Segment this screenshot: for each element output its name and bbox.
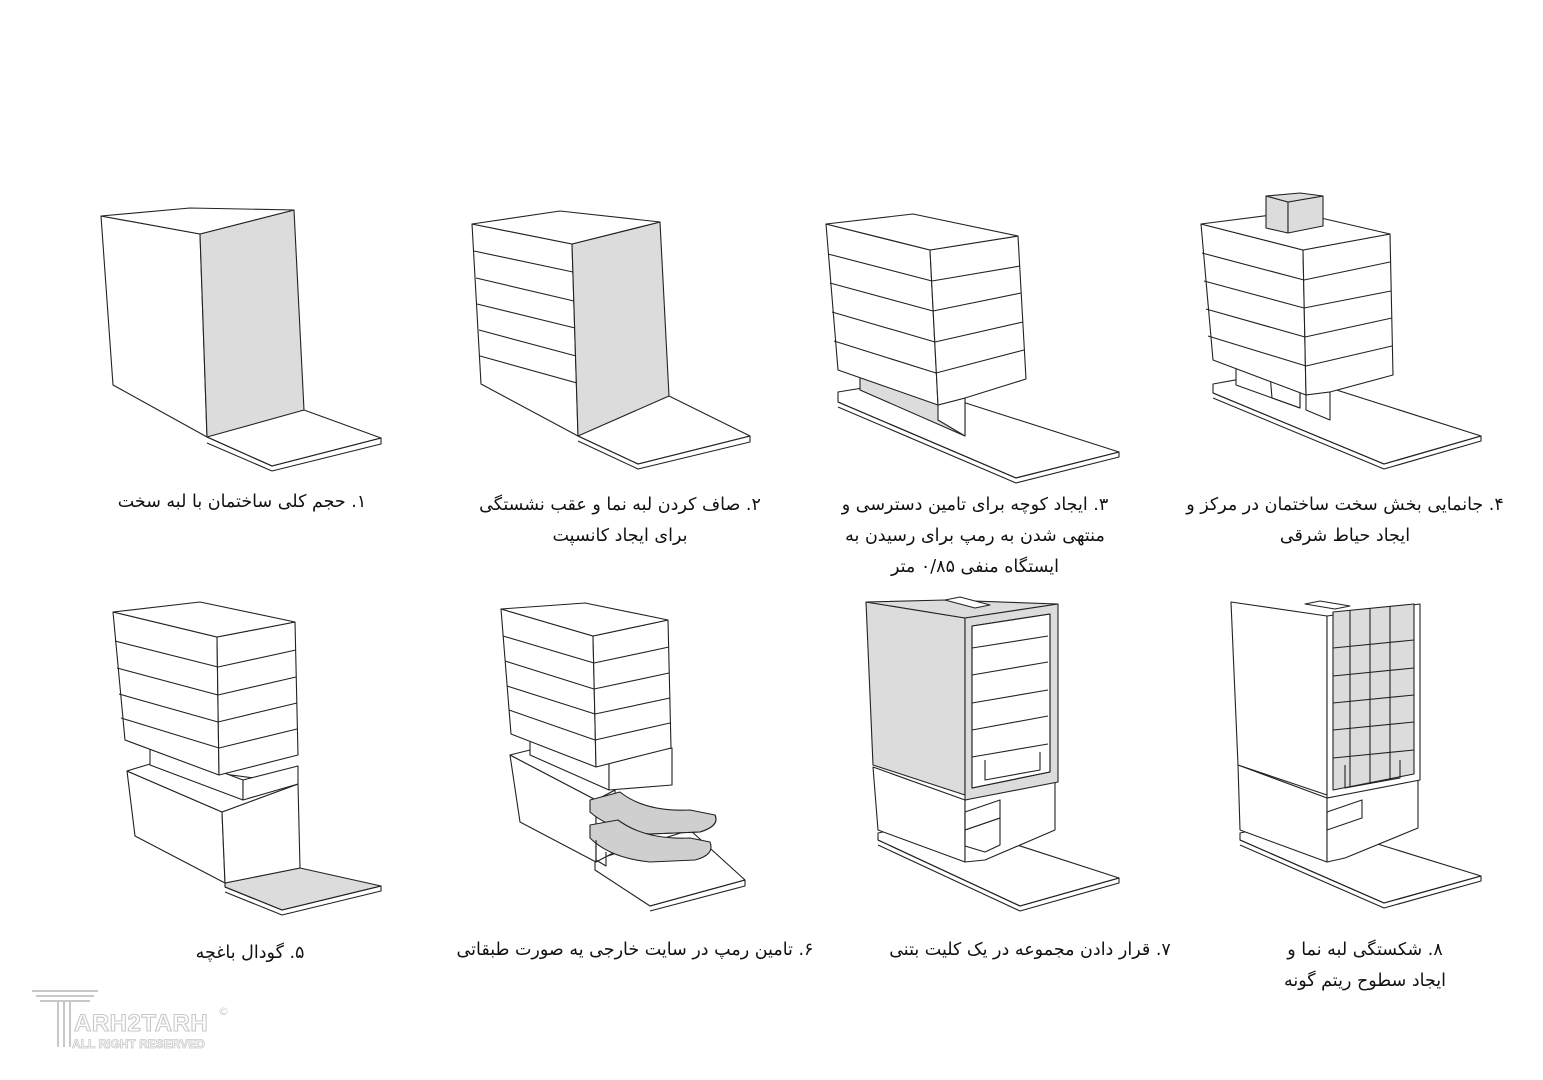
- caption-step-4: ۴. جانمایی بخش سخت ساختمان در مرکز و ایج…: [1186, 495, 1504, 546]
- building-model-7: [865, 596, 1120, 912]
- front-face: [825, 223, 939, 406]
- floor-lines: [1201, 252, 1393, 367]
- caption-step-6: ۶. تامین رمپ در سایت خارجی یه صورت طبقات…: [456, 940, 814, 960]
- facade-panels: [1332, 603, 1415, 791]
- building-model-2: [471, 210, 751, 470]
- floor-lines: [971, 635, 1049, 758]
- building-model-4: [1200, 192, 1482, 470]
- roof: [100, 207, 295, 235]
- floor-lines: [473, 250, 578, 384]
- front-face: [100, 215, 208, 438]
- roof: [825, 213, 1019, 251]
- front-face: [471, 223, 579, 437]
- brand-rights: ALL RIGHT RESERVED: [72, 1037, 205, 1051]
- building-model-6: [500, 602, 746, 912]
- tower-roof: [500, 602, 669, 637]
- roof: [471, 210, 661, 245]
- tower-roof: [112, 601, 296, 638]
- caption-step-1: ۱. حجم کلی ساختمان با لبه سخت: [117, 492, 367, 512]
- concrete-shell-front: [865, 601, 966, 796]
- side-face: [929, 235, 1027, 406]
- floor-lines: [827, 253, 1025, 374]
- caption-step-2: ۲. صاف کردن لبه نما و عقب نشستگی برای ای…: [479, 495, 761, 546]
- facade-grid: [1332, 606, 1415, 787]
- floor-lines: [114, 640, 298, 749]
- tower-side: [216, 621, 299, 776]
- ramp-lower: [589, 819, 712, 863]
- tower-side: [592, 619, 672, 768]
- front-face: [1200, 223, 1307, 396]
- tower-front: [1230, 601, 1328, 796]
- side-face: [1302, 233, 1394, 396]
- roof-core-top: [1265, 192, 1324, 203]
- building-model-5: [112, 601, 382, 916]
- lower-side: [1305, 391, 1331, 421]
- building-model-1: [100, 207, 382, 472]
- caption-step-7: ۷. قرار دادن مجموعه در یک کلیت بتنی: [889, 940, 1171, 960]
- caption-step-5: ۵. گودال باغچه: [195, 943, 305, 963]
- building-model-8: [1230, 600, 1482, 909]
- floor-lines: [502, 635, 671, 741]
- side-face-shaded: [199, 209, 305, 438]
- brand-name: ARH2TARH: [74, 1010, 208, 1037]
- brand-watermark-logo: ARH2TARH ALL RIGHT RESERVED ©: [32, 990, 229, 1051]
- tower-front: [112, 611, 220, 776]
- copyright-mark: ©: [218, 1005, 229, 1018]
- building-model-3: [825, 213, 1120, 484]
- caption-step-3: ۳. ایجاد کوچه برای تامین دسترسی و منتهی …: [841, 495, 1109, 577]
- caption-step-8: ۸. شکستگی لبه نما و ایجاد سطوح ریتم گونه: [1283, 940, 1447, 991]
